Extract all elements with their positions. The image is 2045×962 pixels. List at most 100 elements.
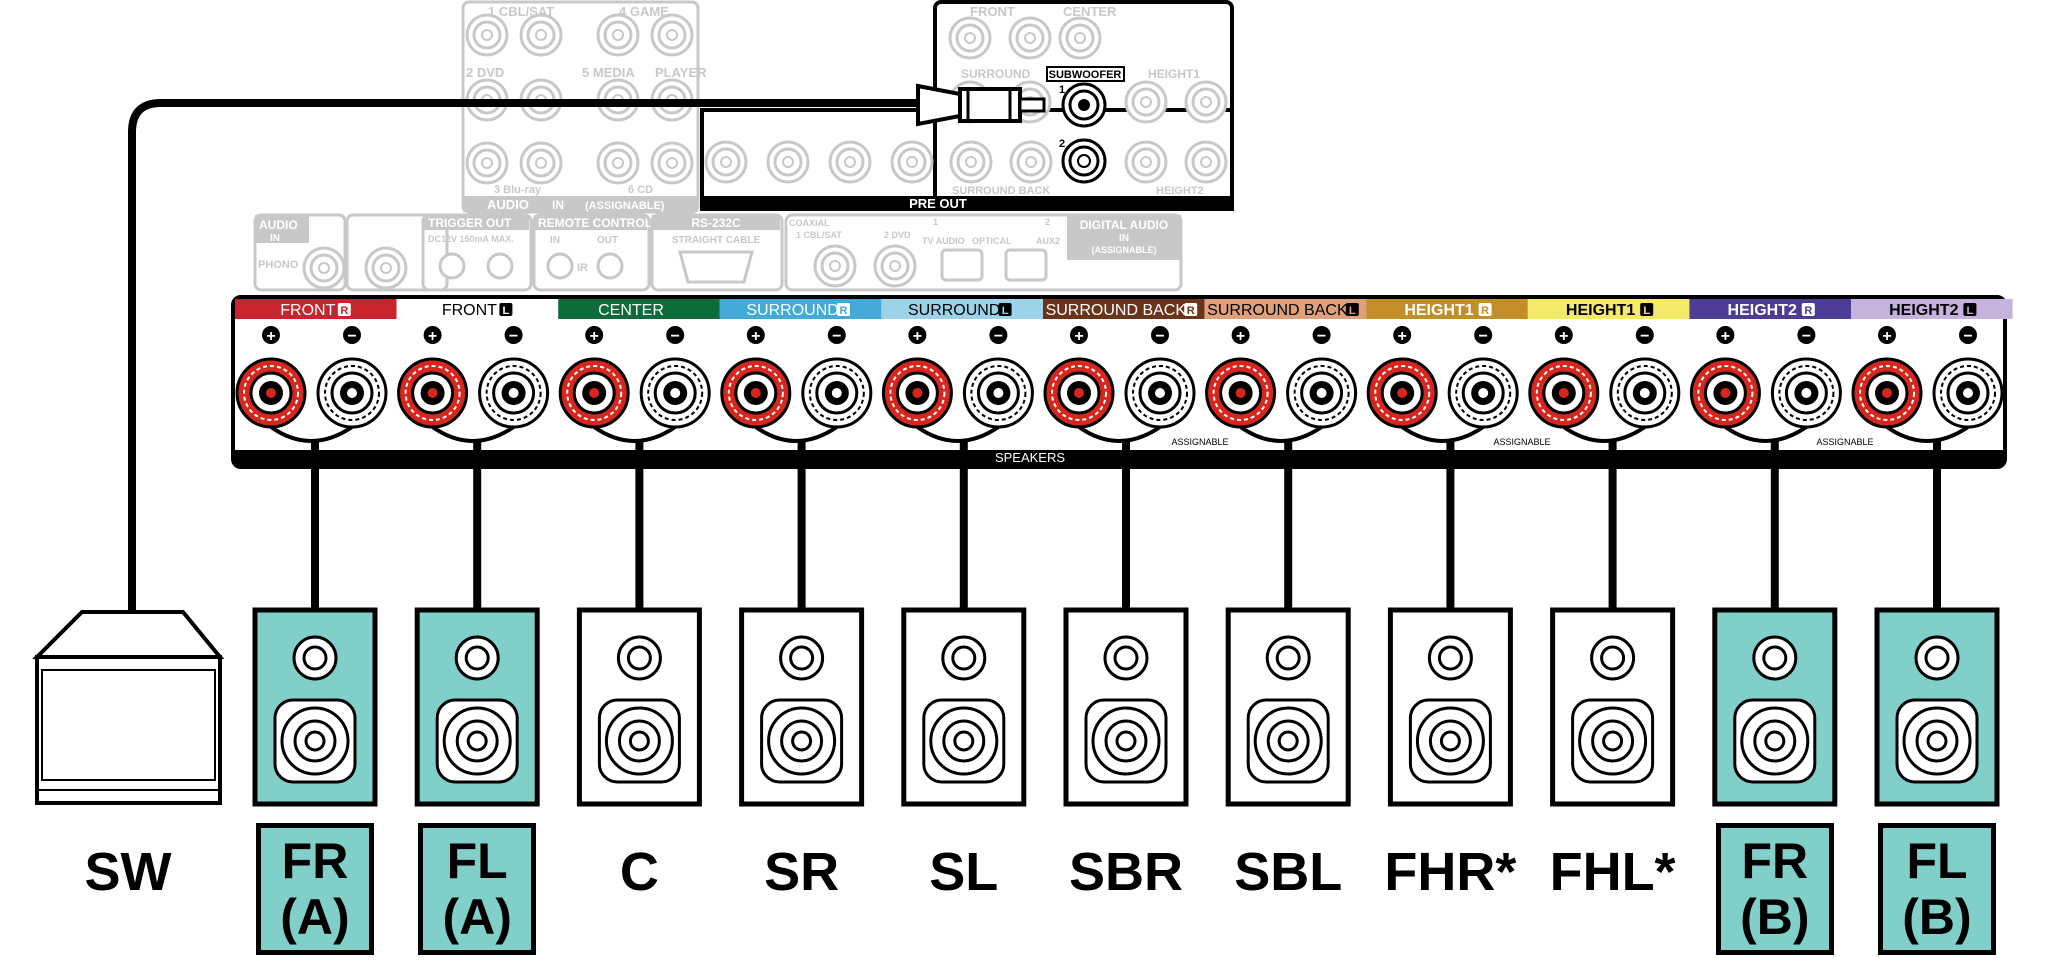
speaker-sbl [1225,607,1351,807]
side-badge [837,303,850,316]
polarity-label: + [1882,328,1891,345]
audio-in-in-label: IN [552,198,564,212]
negative-terminal [316,357,388,429]
aux2-label: AUX2 [1036,236,1060,246]
terminal-link [593,425,677,443]
pre-out-jack [766,140,810,184]
speaker-fl-b [1874,607,2000,807]
speaker-fhl [1550,607,1676,807]
side-badge-label: R [340,305,348,317]
terminal-link [1885,425,1970,443]
channel-band-label: CENTER [598,302,664,319]
side-badge [1345,303,1359,316]
speaker-cables [311,440,1941,612]
side-badge-label: R [1804,305,1812,317]
polarity-badge [908,326,927,344]
polarity-label: − [1802,328,1811,345]
channel-band-label: HEIGHT2 [1728,302,1797,319]
speaker-label-sub: (A) [442,889,512,945]
remote-control-label: REMOTE CONTROL [538,216,652,230]
middle-connector-row: AUDIO IN PHONO TRIGGER OUT DC12V 150mA M… [253,213,1183,292]
channel-band [1043,299,1205,319]
polarity-label: + [1559,328,1568,345]
polarity-badge [1878,326,1896,344]
ir-label: IR [577,262,588,274]
speaker-label-box: FL(B) [1878,823,1996,955]
speaker-c [576,607,702,807]
polarity-label: + [751,328,760,345]
subwoofer-speaker [32,610,225,805]
polarity-badge [423,326,442,344]
polarity-badge [1393,326,1412,344]
terminal-link [1401,425,1485,443]
polarity-badge [504,326,523,344]
speaker-label: FHR* [1384,842,1517,902]
negative-terminal [478,357,550,429]
pre-out-height2-label: HEIGHT2 [1156,185,1204,197]
polarity-label: − [1640,328,1649,345]
speaker-label-main: FR [281,833,349,889]
subwoofer-out-jack [1061,82,1107,128]
speaker-label: SR [764,842,840,902]
speaker-fr-a [252,607,378,807]
channel-band [235,299,397,319]
straight-cable-label: STRAIGHT CABLE [672,235,761,246]
polarity-label: + [266,328,275,345]
speaker-label-main: FL [1906,833,1968,889]
pre-out-block: PRE OUT FRONT CENTER SURROUND HEIGHT1 SU… [700,0,1234,211]
speaker-sl [901,607,1027,807]
terminal-link [1239,425,1323,443]
analog-input-jack [465,13,509,57]
rs232c-port [678,250,754,284]
side-badge [1184,303,1198,316]
negative-terminal [639,357,711,429]
tv-audio-num: 1 [933,217,938,227]
side-badge-label: L [503,305,510,317]
negative-terminal [1609,357,1681,429]
negative-terminal [1770,357,1842,429]
pre-out-height1-label: HEIGHT1 [1148,67,1200,81]
terminal-link [754,425,838,443]
analog-input-jack [596,141,640,185]
speaker-label: SBL [1234,842,1343,902]
speaker-label-box: FL(A) [418,823,537,955]
polarity-badge [666,326,685,344]
terminal-link [1077,425,1162,443]
input-cbl-sat-label: 1 CBL/SAT [488,4,554,19]
pre-out-jack [948,16,992,60]
speakers-label: SPEAKERS [995,450,1065,465]
positive-terminal [397,357,469,429]
speaker-fhr [1387,607,1513,807]
positive-terminal [1205,357,1277,429]
side-badge-label: R [840,305,848,317]
channel-band-label: HEIGHT1 [1404,302,1473,319]
analog-input-labels: 1 CBL/SAT 4 GAME 2 DVD 5 MEDIA PLAYER 3 … [466,4,707,196]
pre-out-jack [890,140,934,184]
side-badge [1963,303,1977,316]
speaker-sbr [1063,607,1189,807]
subwoofer-out-1: 1 [1059,84,1065,96]
channel-band-label: SURROUND [908,302,1000,319]
input-bluray-label: 3 Blu-ray [494,184,542,196]
phono-label: PHONO [258,259,299,271]
tv-audio-label: TV AUDIO [922,236,965,246]
input-dvd-label: 2 DVD [466,65,504,80]
polarity-label: − [1317,328,1326,345]
pre-out-jack [828,140,872,184]
input-game-label: 4 GAME [619,4,669,19]
side-badge-label: L [1643,305,1650,317]
channel-band-label: FRONT [442,302,497,319]
coaxial-cbl-sat-label: 1 CBL/SAT [796,230,842,240]
side-badge [1801,303,1815,316]
polarity-label: + [590,328,599,345]
pre-out-jack [704,140,748,184]
remote-in-label: IN [550,235,560,246]
phono-in-label: IN [270,233,280,244]
digital-audio-label: DIGITAL AUDIO [1080,218,1168,232]
polarity-label: + [1398,328,1407,345]
channel-band-label: FRONT [280,302,335,319]
positive-terminal [1366,357,1438,429]
analog-input-jack [519,141,563,185]
